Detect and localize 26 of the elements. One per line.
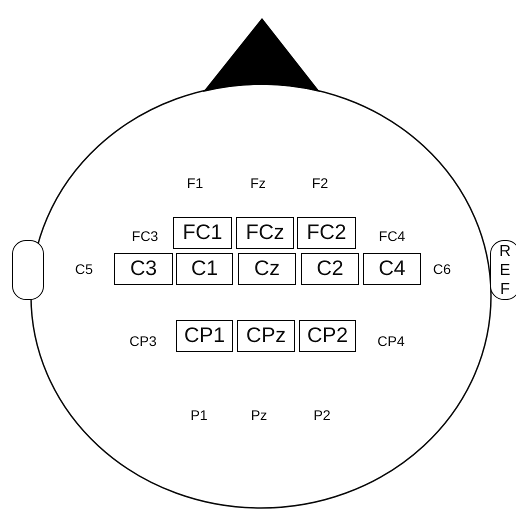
electrode-box: CPz (237, 320, 295, 352)
electrode-box: FC2 (297, 217, 356, 249)
ear-shape (490, 240, 516, 300)
electrode-label: FC4 (378, 228, 406, 244)
reference-label: REF (499, 242, 511, 298)
electrode-label: P1 (190, 407, 208, 423)
electrode-label: CP4 (377, 333, 405, 349)
electrode-box: CP2 (299, 320, 356, 352)
electrode-label: F2 (312, 175, 328, 191)
electrode-box: FCz (236, 217, 294, 249)
electrode-box: C2 (301, 253, 359, 285)
electrode-box: C3 (114, 253, 173, 285)
electrode-box: FC1 (173, 217, 232, 249)
electrode-label: FC3 (132, 228, 158, 244)
electrode-box: CP1 (176, 320, 233, 352)
electrode-label: CP3 (129, 333, 157, 349)
electrode-box: C1 (176, 253, 233, 285)
electrode-label: C5 (75, 261, 93, 277)
ear-shape (12, 240, 44, 300)
electrode-box: Cz (238, 253, 296, 285)
electrode-label: Pz (250, 407, 268, 423)
electrode-label: C6 (433, 261, 451, 277)
electrode-label: P2 (313, 407, 331, 423)
electrode-box: C4 (363, 253, 421, 285)
electrode-label: F1 (186, 175, 204, 191)
electrode-label: Fz (250, 175, 266, 191)
